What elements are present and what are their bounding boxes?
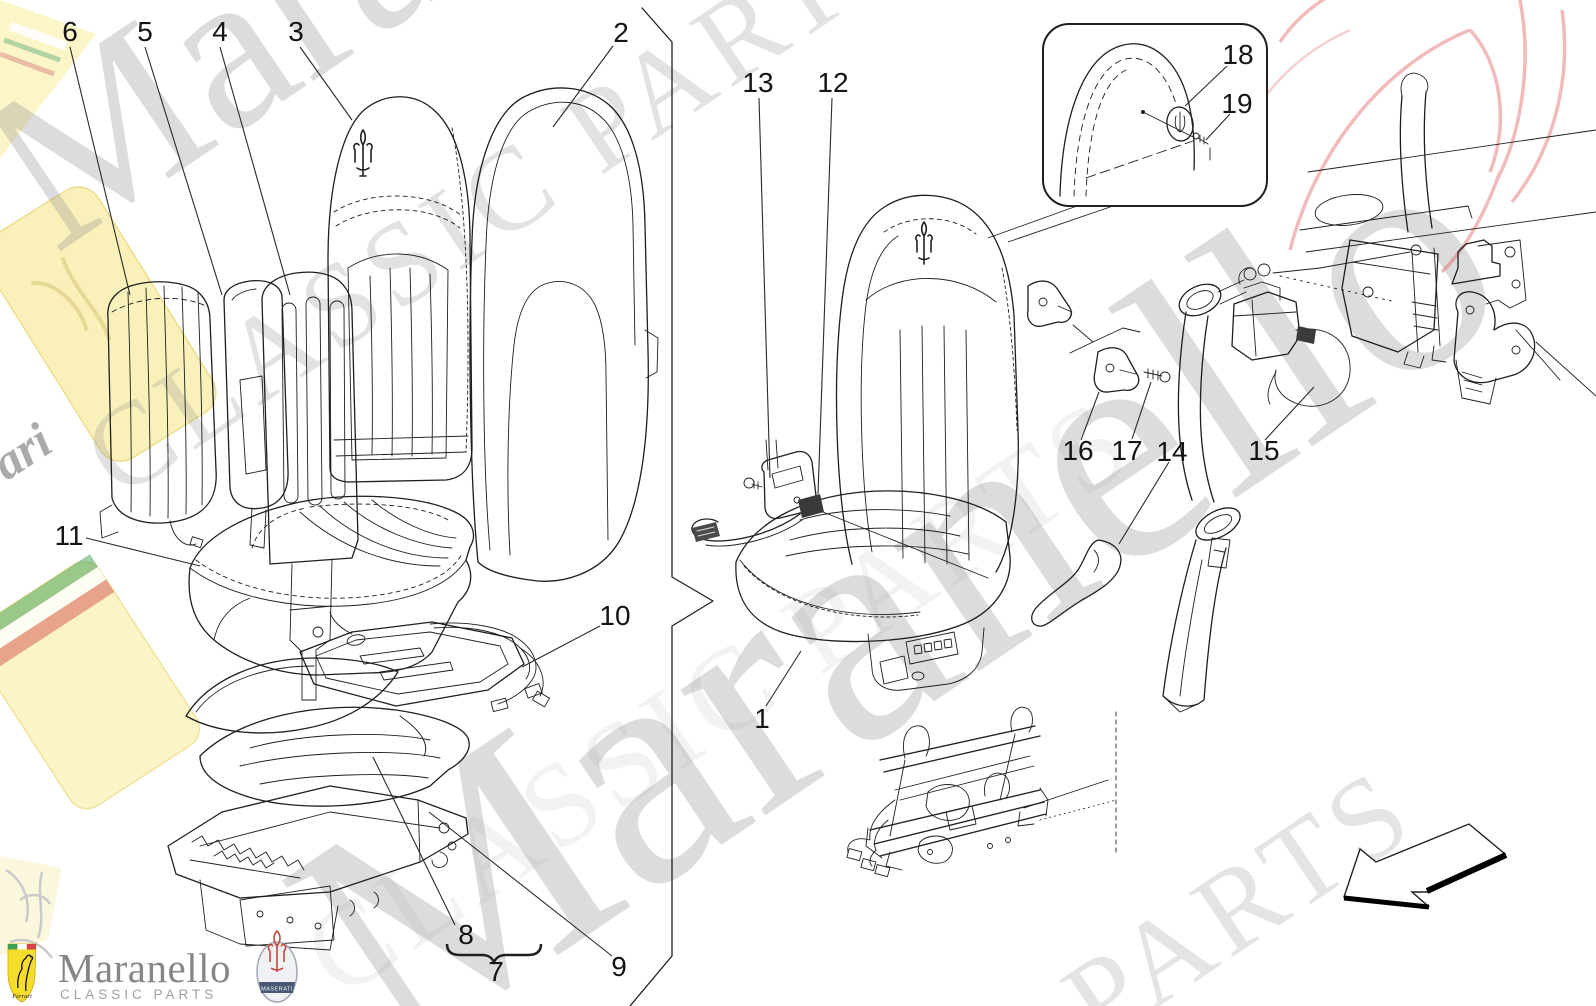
- seat-backrest-part1: [835, 194, 1019, 573]
- callout-15: 15: [1248, 435, 1280, 466]
- callout-5: 5: [137, 16, 153, 47]
- callout-17: 17: [1111, 435, 1143, 466]
- callout-1: 1: [754, 703, 770, 734]
- belt-guide-bracket-part16: [1093, 347, 1140, 393]
- callout-9: 9: [611, 951, 627, 982]
- ferrari-label: Ferrari: [11, 993, 32, 1000]
- callout-14: 14: [1156, 436, 1188, 467]
- direction-arrow-icon: [1343, 823, 1508, 910]
- heater-pad-part5: [223, 279, 289, 549]
- group-brace-part7: [445, 943, 543, 965]
- maranello-logo: Ferrari Maranello CLASSIC PARTS MASERATI: [7, 929, 298, 1003]
- trim-cover-part14: [1031, 539, 1122, 627]
- belt-guide-bracket-seat: [1026, 280, 1073, 327]
- seat-cushion-part1: [735, 490, 1011, 691]
- bracket-pointer-lines: [1069, 324, 1141, 354]
- callout-2: 2: [613, 17, 629, 48]
- belt-buckle-part13: [743, 439, 989, 579]
- backrest-shell-part2: [469, 87, 659, 582]
- ferrari-shield-watermark-low: [0, 554, 200, 810]
- callout-3: 3: [288, 16, 304, 47]
- callout-8: 8: [458, 919, 474, 950]
- trident-emblem-icon: [353, 129, 373, 177]
- belt-retractor: [1231, 267, 1351, 407]
- headrest-badge-part18: [1166, 106, 1194, 142]
- callout-19: 19: [1221, 88, 1253, 119]
- prancing-horse-watermark: [0, 856, 62, 959]
- callout-10: 10: [599, 600, 631, 631]
- cushion-foam-parts: [185, 657, 470, 807]
- headrest-detail-inset: [987, 23, 1268, 243]
- callout-11: 11: [54, 520, 84, 551]
- backrest-cushion-part3: [327, 96, 473, 483]
- ferrari-shield-watermark-top: [0, 0, 96, 158]
- seat-cushion-part11: [188, 495, 475, 676]
- callout-13: 13: [742, 67, 774, 98]
- ferrari-script-watermark: rari: [0, 412, 61, 501]
- logo-subtitle-text: CLASSIC PARTS: [60, 987, 217, 1002]
- assembled-seat-group: [691, 72, 1596, 878]
- seat-pan-harness-part10: [299, 611, 551, 712]
- chassis-structure: [1272, 72, 1596, 405]
- screw-part17: [1143, 368, 1171, 383]
- lumbar-pad-part6: [99, 281, 217, 549]
- leader-lines: [69, 45, 1315, 957]
- seat-rails-assembly: [846, 706, 1117, 878]
- callout-18: 18: [1222, 39, 1254, 70]
- seat-belt-part15: [1162, 263, 1271, 713]
- logo-brand-text: Maranello: [58, 945, 231, 991]
- callout-16: 16: [1062, 435, 1094, 466]
- callout-7: 7: [488, 956, 504, 987]
- callout-12: 12: [817, 67, 849, 98]
- backrest-exploded-group: [99, 87, 659, 951]
- callout-6: 6: [62, 16, 78, 47]
- trident-emblem-icon: [915, 221, 933, 265]
- maserati-label: MASERATI: [261, 987, 293, 993]
- section-divider: [629, 7, 714, 1006]
- badge-screw-part19: [1192, 132, 1209, 145]
- buckle-cable-part12: [691, 513, 803, 547]
- callout-4: 4: [212, 16, 228, 47]
- maserati-badge-icon: MASERATI: [256, 929, 298, 1003]
- ferrari-shield-icon: Ferrari: [7, 943, 37, 1003]
